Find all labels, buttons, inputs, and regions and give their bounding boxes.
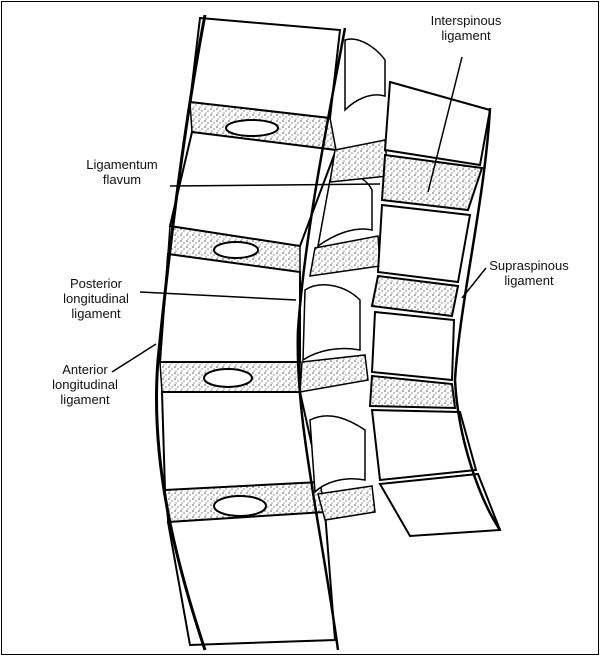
label-anterior-line2: longitudinal	[35, 377, 135, 392]
label-ligamentum-flavum: Ligamentum flavum	[72, 157, 172, 187]
label-posterior-line1: Posterior	[46, 276, 146, 291]
label-anterior-line3: ligament	[35, 392, 135, 407]
label-flavum-line2: flavum	[72, 172, 172, 187]
label-posterior-line3: ligament	[46, 306, 146, 321]
label-posterior-line2: longitudinal	[46, 291, 146, 306]
label-interspinous: Interspinous ligament	[406, 13, 526, 43]
label-anterior-longitudinal: Anterior longitudinal ligament	[35, 362, 135, 407]
label-posterior-longitudinal: Posterior longitudinal ligament	[46, 276, 146, 321]
label-interspinous-line1: Interspinous	[406, 13, 526, 28]
spinous-processes	[370, 82, 500, 536]
label-anterior-line1: Anterior	[35, 362, 135, 377]
label-supraspinous-line1: Supraspinous	[474, 258, 584, 273]
label-supraspinous: Supraspinous ligament	[474, 258, 584, 288]
label-flavum-line1: Ligamentum	[72, 157, 172, 172]
label-supraspinous-line2: ligament	[474, 273, 584, 288]
label-interspinous-line2: ligament	[406, 28, 526, 43]
